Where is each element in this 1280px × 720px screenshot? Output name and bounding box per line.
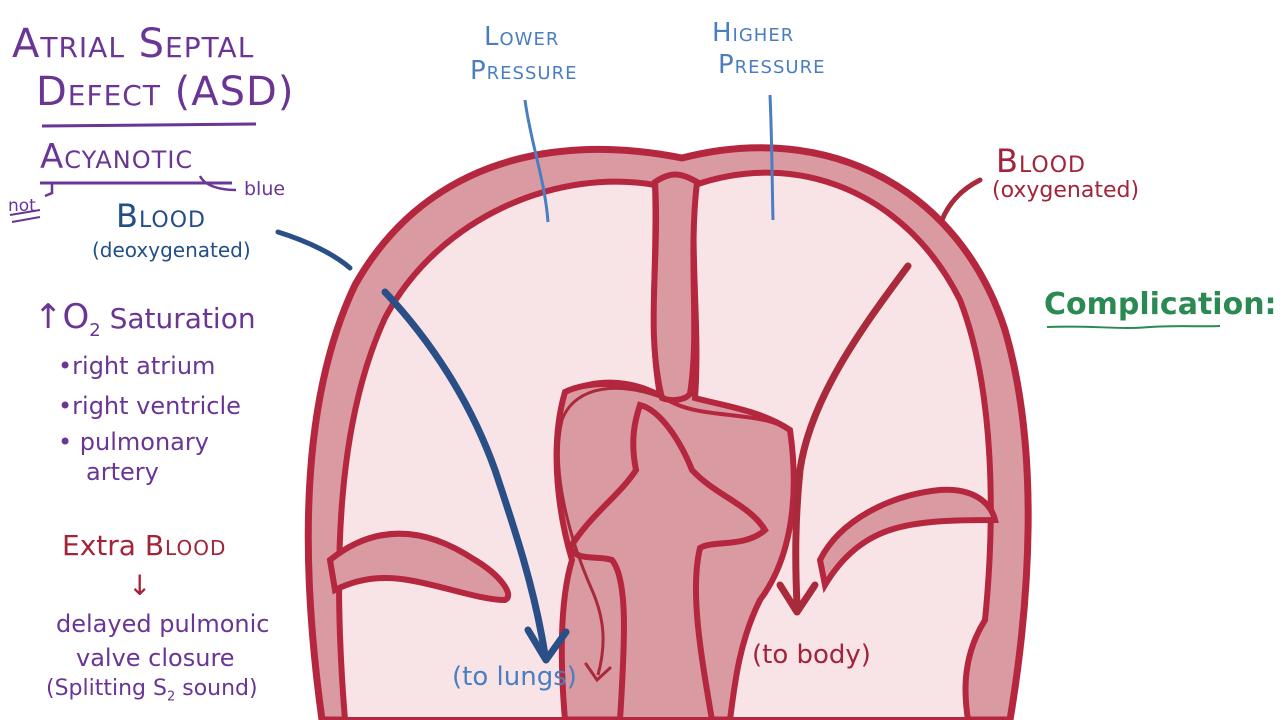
mitral-leaflet	[816, 486, 999, 594]
oxy-pointer	[939, 177, 983, 223]
shunt-arrow	[556, 386, 669, 676]
tricuspid-leaflet	[326, 530, 512, 604]
title-underline	[41, 122, 257, 128]
shunt-arrow-head	[584, 662, 612, 683]
lower-pressure-pointer	[523, 99, 550, 223]
saturation-item-pulmonary: • pulmonary	[58, 428, 209, 456]
blood-word: Blood	[144, 529, 227, 562]
page-title-line2: Defect (ASD)	[36, 69, 295, 115]
saturation-item-right-atrium: •right atrium	[58, 352, 216, 380]
deoxy-flow-arrow	[381, 288, 549, 659]
to-lungs-label: (to lungs)	[452, 662, 577, 692]
complication-underline	[1046, 325, 1221, 329]
interatrial-septum	[650, 171, 701, 404]
oxygen-symbol: O	[62, 297, 90, 337]
lower-pressure-line1: Lower	[484, 22, 560, 52]
extra-result-line3: (Splitting S2 sound)	[46, 676, 258, 705]
down-arrow-icon: ↓	[128, 569, 152, 602]
splitting-text: (Splitting S	[46, 676, 167, 701]
extra-blood-heading: Extra Blood	[62, 532, 226, 560]
extra-result-line2: valve closure	[76, 644, 235, 672]
higher-pressure-line2: Pressure	[718, 50, 826, 80]
acyanotic-root-note: blue	[244, 178, 286, 200]
sound-text: sound)	[175, 676, 258, 701]
higher-pressure-pointer	[768, 94, 775, 221]
extra-word: Extra	[62, 529, 136, 562]
acyanotic-prefix-bracket	[40, 181, 54, 198]
oxy-blood-sub: (oxygenated)	[992, 178, 1140, 203]
saturation-heading: ↑O2 Saturation	[34, 300, 256, 340]
oxy-arrow-head	[776, 581, 819, 616]
not-underline	[9, 209, 41, 223]
extra-result-line1: delayed pulmonic	[56, 610, 270, 638]
ventricular-septum	[566, 401, 769, 720]
complication-heading: Complication:	[1044, 287, 1277, 322]
page-title-line1: Atrial Septal	[12, 21, 255, 67]
acyanotic-prefix-note: not	[8, 196, 36, 216]
lower-pressure-line2: Pressure	[470, 56, 578, 86]
left-atrium-chamber	[690, 169, 994, 720]
saturation-word: Saturation	[100, 302, 256, 335]
s2-subscript: 2	[166, 689, 176, 705]
up-arrow-icon: ↑	[34, 297, 63, 337]
deoxy-pointer	[275, 229, 353, 271]
septal-defect-line	[564, 379, 792, 432]
acyanotic-root-bracket	[198, 175, 237, 192]
to-body-label: (to body)	[752, 640, 871, 670]
oxy-blood-label: Blood	[996, 142, 1086, 180]
acyanotic-heading: Acyanotic	[40, 137, 194, 177]
deoxy-arrow-head	[524, 626, 570, 664]
deoxy-blood-sub: (deoxygenated)	[92, 238, 251, 262]
saturation-item-right-ventricle: •right ventricle	[58, 392, 241, 420]
higher-pressure-line1: Higher	[712, 18, 795, 48]
saturation-item-artery: artery	[86, 458, 159, 486]
oxy-flow-arrow	[792, 262, 912, 609]
deoxy-blood-label: Blood	[116, 197, 206, 235]
oxygen-subscript: 2	[89, 319, 101, 341]
